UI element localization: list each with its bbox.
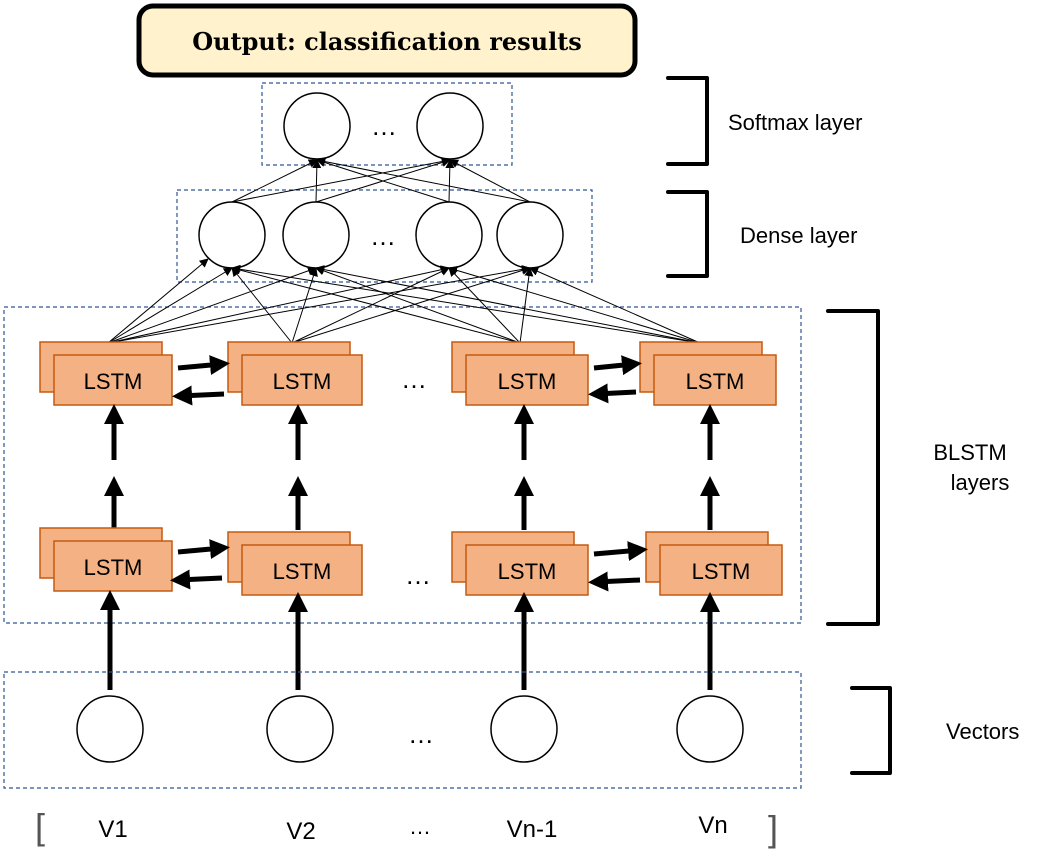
vectors-region xyxy=(3,671,802,789)
softmax-node xyxy=(416,92,484,160)
vector-to-lstm-arrows xyxy=(100,590,720,690)
lstm-cell-bottom-4: LSTM xyxy=(645,531,783,596)
input-label-vn: Vn xyxy=(698,812,727,839)
bottom-row-recurrent-arrows xyxy=(170,539,648,592)
softmax-layer-region xyxy=(261,82,513,166)
input-label-vn-1: Vn-1 xyxy=(507,816,558,843)
blstm-brace xyxy=(826,309,880,626)
lstm-label: LSTM xyxy=(686,369,745,394)
softmax-node xyxy=(283,92,351,160)
between-row-arrows xyxy=(104,404,720,530)
output-box-label: Output: classification results xyxy=(192,27,582,56)
softmax-layer-label: Softmax layer xyxy=(728,110,863,135)
input-label-v1: V1 xyxy=(98,816,127,843)
lstm-cell-top-3: LSTM xyxy=(451,341,589,406)
blstm-label-line2: layers xyxy=(951,470,1010,495)
lstm-cell-bottom-3: LSTM xyxy=(451,531,589,596)
blstm-to-dense-connections xyxy=(107,258,701,344)
lstm-label: LSTM xyxy=(273,369,332,394)
blstm-bottom-ellipsis: … xyxy=(405,560,431,590)
vector-node xyxy=(676,695,744,763)
dense-node xyxy=(415,201,483,269)
vector-node xyxy=(266,695,334,763)
input-bracket-open: [ xyxy=(35,806,45,847)
input-bracket-close: ] xyxy=(768,808,778,849)
lstm-cell-top-4: LSTM xyxy=(639,341,777,406)
lstm-cell-bottom-1: LSTM xyxy=(39,527,173,592)
dense-brace xyxy=(666,190,709,278)
vector-node xyxy=(76,695,144,763)
lstm-cell-top-1: LSTM xyxy=(39,341,173,406)
input-label-ellipsis: … xyxy=(409,814,431,839)
input-label-v2: V2 xyxy=(286,818,315,845)
lstm-cell-bottom-2: LSTM xyxy=(227,531,363,596)
vectors-brace xyxy=(850,686,892,775)
lstm-label: LSTM xyxy=(84,555,143,580)
lstm-label: LSTM xyxy=(84,369,143,394)
lstm-label: LSTM xyxy=(273,559,332,584)
lstm-label: LSTM xyxy=(498,559,557,584)
softmax-ellipsis: … xyxy=(371,111,397,141)
dense-ellipsis: … xyxy=(370,221,396,251)
vectors-label: Vectors xyxy=(946,719,1019,744)
top-row-recurrent-arrows xyxy=(172,355,642,406)
lstm-cell-top-2: LSTM xyxy=(227,341,363,406)
lstm-label: LSTM xyxy=(692,559,751,584)
dense-layer-label: Dense layer xyxy=(740,223,857,248)
vector-node xyxy=(490,695,558,763)
dense-to-softmax-connections xyxy=(231,157,531,203)
dense-node xyxy=(282,201,350,269)
dense-node xyxy=(496,201,564,269)
vectors-ellipsis: … xyxy=(408,719,434,749)
blstm-layers-region xyxy=(3,306,802,624)
blstm-label-line1: BLSTM xyxy=(933,440,1006,465)
lstm-label: LSTM xyxy=(498,369,557,394)
dense-node xyxy=(198,201,266,269)
softmax-brace xyxy=(666,76,709,166)
blstm-top-ellipsis: … xyxy=(401,364,427,394)
output-box: Output: classification results xyxy=(136,3,638,78)
